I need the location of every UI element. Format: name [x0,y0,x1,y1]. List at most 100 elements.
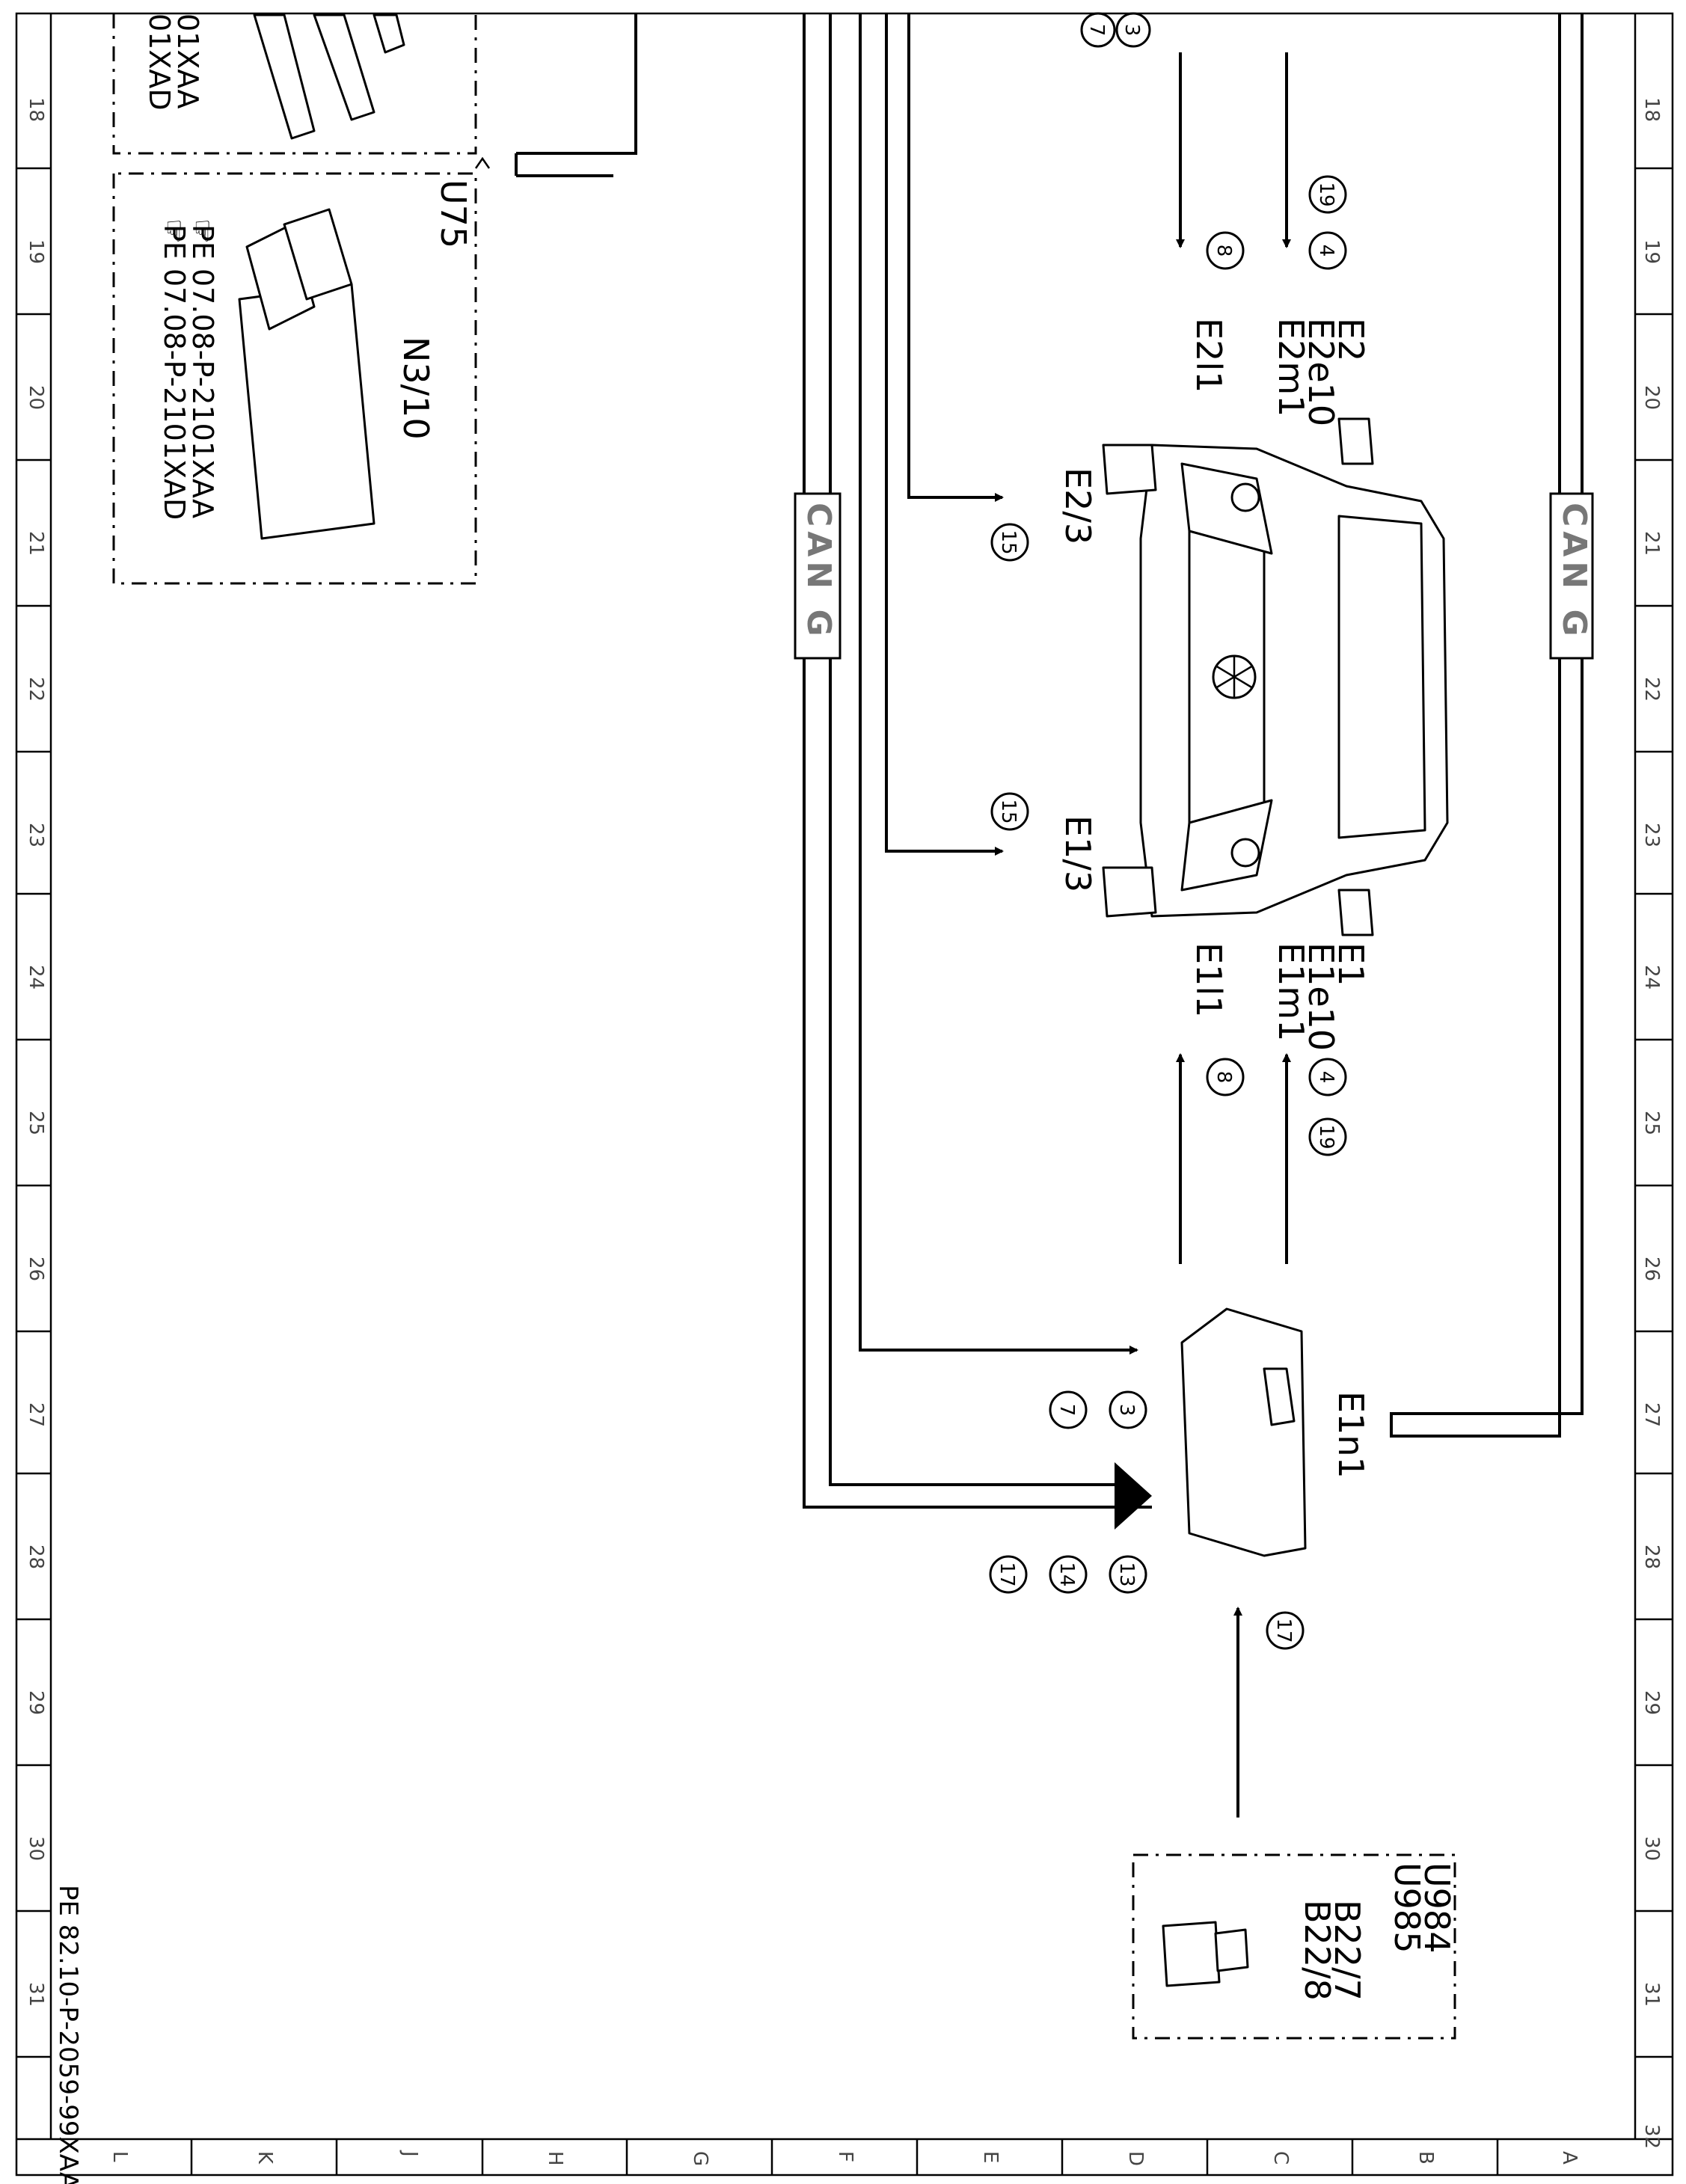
grid-col-label: 21 [1640,531,1663,556]
ref-circle: 17 [996,1562,1018,1586]
left-headlamp-id: E1m1 [1271,942,1311,1041]
grid-col-label: 27 [25,1402,47,1427]
grid-col-label: 23 [25,823,47,847]
grid-cols-left: 18 19 20 21 22 23 24 25 26 27 28 29 30 3… [25,97,47,2007]
hand-pointer-icon: ☞ [158,218,191,244]
ecu-icon [238,208,375,540]
left-headlamp-light: E1l1 [1189,942,1229,1017]
grid-rows: A B C D E F G H J K L [108,2150,1581,2166]
left-headlamp-id: E1 [1331,942,1371,986]
module-ref-2: PE 07.08-P-2101XAD [158,224,191,520]
grid-col-label: 20 [1640,385,1663,410]
grid-col-label: 18 [25,97,47,122]
control-unit-icon [253,13,405,140]
ref-circle: 4 [1315,245,1337,257]
ref-circle: 19 [1315,182,1337,206]
document-reference: PE 82.10-P-2059-99XAA [53,1885,83,2184]
ref-circle: 17 [1272,1618,1295,1642]
grid-row-label: G [689,2151,711,2166]
ref-circle: 3 [1115,1404,1138,1417]
can-bus-left: CAN G [794,13,1152,1530]
grid-col-label: 24 [1640,965,1663,990]
grid-col-label: 22 [1640,677,1663,702]
grid-row-label: D [1124,2151,1147,2166]
grid-row-label: L [108,2151,131,2162]
ref-circle: 4 [1315,1071,1337,1084]
grid-col-label: 29 [25,1690,47,1715]
wire-to-e1-3 [885,13,1004,856]
sensor-group-label: U984 [1417,1862,1457,1953]
right-headlamp-light: E2l1 [1189,318,1229,393]
can-arrow-head [1115,1462,1152,1530]
ref-circle: 8 [1213,245,1235,257]
wire-to-e2-3 [907,13,1004,502]
ref-circle: 13 [1115,1562,1138,1586]
module-group-label: U75 [433,180,473,248]
grid-cols-right: 18 19 20 21 22 23 24 25 26 27 28 29 30 3… [1640,97,1663,2149]
sensor-group-label: U985 [1387,1862,1427,1953]
grid-col-label: 32 [1640,2124,1663,2149]
grid-ticks [16,167,1673,2175]
module-e1n1-id: E1n1 [1331,1391,1371,1479]
grid-row-label: E [979,2151,1002,2163]
grid-col-label: 28 [1640,1545,1663,1569]
right-headlamp-id: E2 [1331,318,1371,361]
ref-circle: 7 [1085,24,1108,37]
ref-circle: 8 [1213,1071,1235,1084]
module-top-partial: 01XAA 01XAD [112,13,477,155]
grid-row-label: A [1558,2151,1581,2165]
grid-row-label: J [399,2150,421,2157]
grid-col-label: 30 [1640,1836,1663,1861]
grid-col-label: 19 [1640,239,1663,264]
sensor-id-label: B22/8 [1297,1900,1337,2001]
module-e1n1: E1n1 3 7 13 14 17 17 [989,1307,1371,1818]
grid-col-label: 18 [1640,97,1663,122]
grid-col-label: 29 [1640,1690,1663,1715]
car-front-icon [1102,417,1449,936]
wire-to-e1n1 [859,13,1138,1355]
grid-row-label: K [254,2151,276,2165]
left-headlamp-group: E1/3 15 E1 E1e10 E1m1 E1l1 8 4 19 [990,792,1371,1264]
ref-circle: 7 [1055,1404,1078,1417]
ref-circle: 3 [1121,24,1143,37]
right-headlamp-group: 3 7 19 4 8 E2 E2e10 E2m1 E2l1 E2/3 15 [990,12,1371,562]
module-ref-1: PE 07.08-P-2101XAA [186,224,219,518]
module-top-ref-2: 01XAD [143,13,176,111]
grid-col-label: 27 [1640,1402,1663,1427]
wire-n310-top [515,13,637,177]
grid-col-label: 30 [25,1836,47,1861]
grid-col-label: 21 [25,531,47,556]
control-module-icon [1180,1307,1307,1557]
ref-circle: 19 [1315,1124,1337,1149]
ref-circle: 15 [997,530,1020,554]
grid-col-label: 31 [1640,1982,1663,2007]
module-id-label: N3/10 [396,337,436,440]
sensor-icon [1162,1921,1249,1987]
grid-row-label: H [544,2151,566,2166]
can-bus-label-right: CAN G [1555,503,1593,641]
left-headlamp-id: E1e10 [1301,942,1341,1051]
drawing-frame [15,12,1674,2177]
grid-col-label: 26 [1640,1257,1663,1281]
sensor-id-label: B22/7 [1327,1900,1367,2001]
grid-col-label: 19 [25,239,47,264]
grid-row-label: F [834,2151,856,2162]
grid-col-label: 20 [25,385,47,410]
grid-col-label: 26 [25,1257,47,1281]
module-top-ref-1: 01XAA [171,13,204,108]
grid-row-label: B [1414,2151,1437,2165]
grid-col-label: 22 [25,677,47,702]
can-bus-right: CAN G [1390,13,1594,1438]
right-headlamp-id: E2m1 [1271,318,1311,417]
grid-col-label: 24 [25,965,47,990]
left-headlamp-sub: E1/3 [1058,815,1098,892]
ref-circle: 15 [997,799,1020,823]
grid-col-label: 31 [25,1982,47,2007]
grid-col-label: 23 [1640,823,1663,847]
sensor-block-b22: U984 U985 B22/7 B22/8 [1132,1853,1457,2040]
right-headlamp-sub: E2/3 [1058,467,1098,545]
can-bus-label: CAN G [800,503,838,641]
ref-circle: 14 [1055,1562,1078,1586]
hand-pointer-icon: ☞ [186,218,219,244]
